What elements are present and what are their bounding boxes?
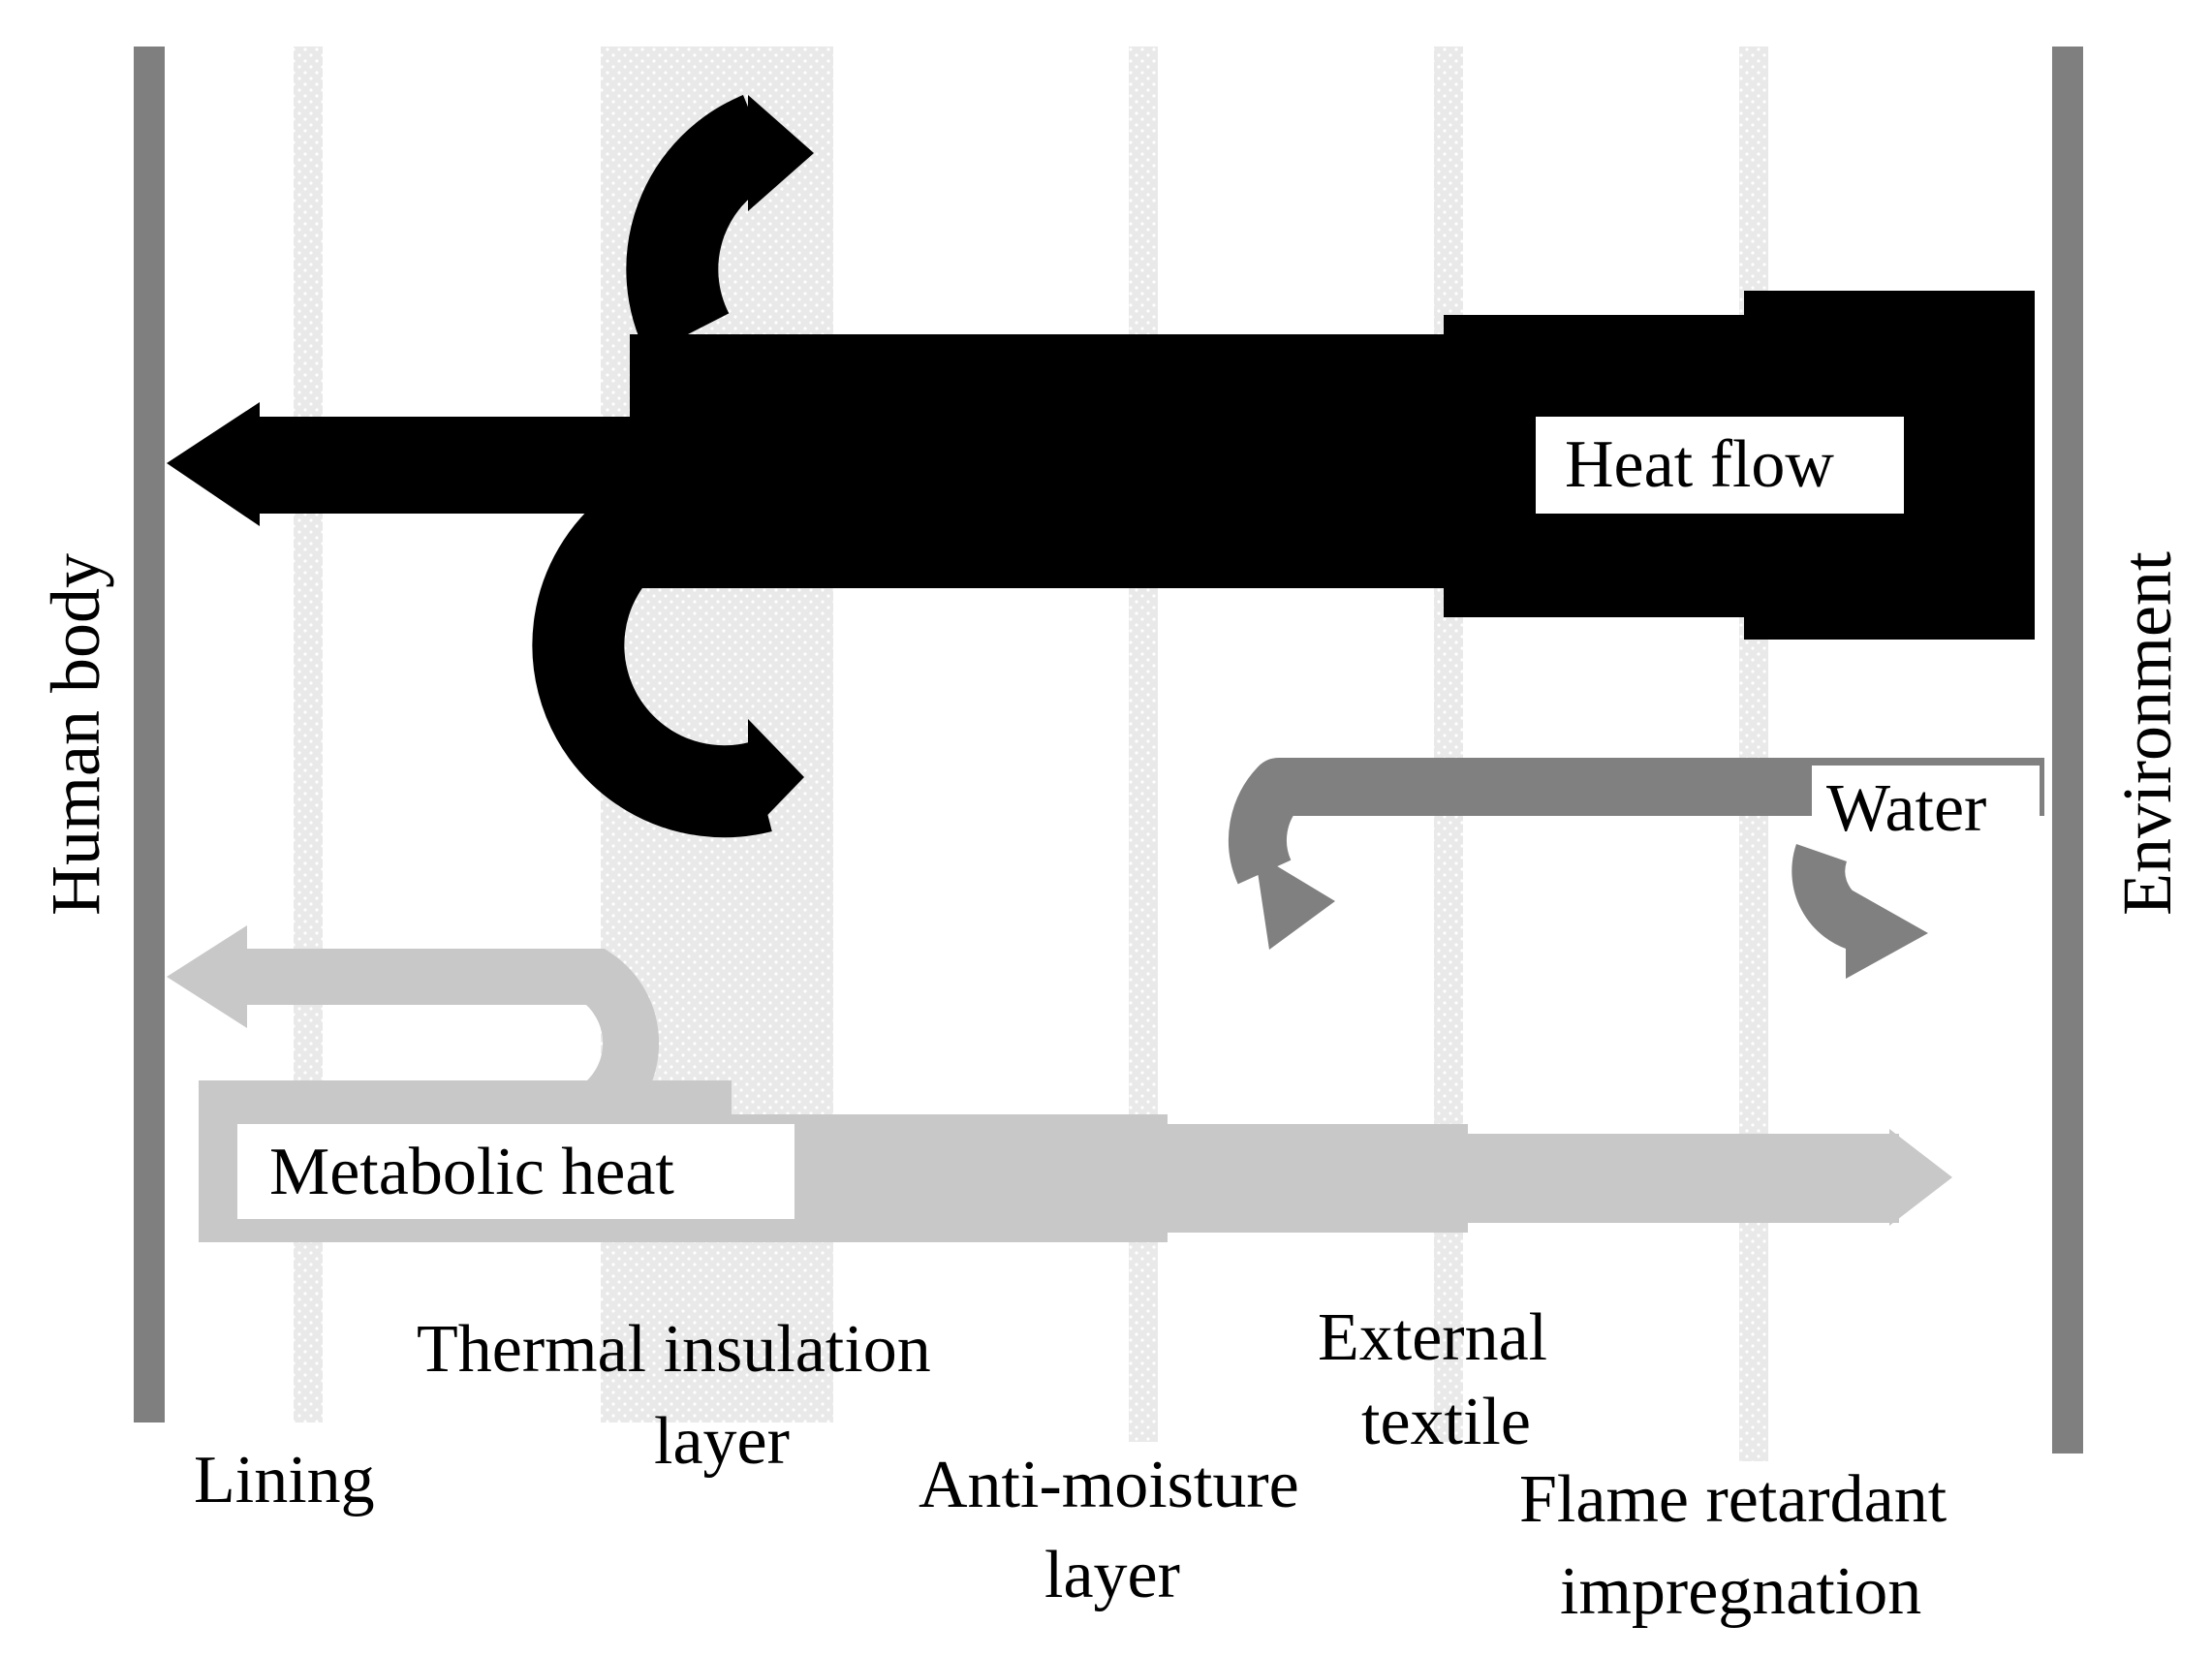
human-body-label: Human body — [37, 553, 114, 916]
external-textile-label-line2: textile — [1361, 1385, 1531, 1459]
water-label-bg — [1812, 766, 2040, 845]
environment-boundary — [2052, 47, 2083, 1454]
anti-moisture-label-line1: Anti-moisture — [919, 1448, 1299, 1522]
flame-retardant-label-line1: Flame retardant — [1519, 1462, 1947, 1537]
flame-retardant-layer-band — [1739, 47, 1768, 1461]
water-flow-arrow — [1228, 758, 2044, 979]
anti-moisture-label-line2: layer — [1044, 1538, 1180, 1612]
thermal-insulation-label-line2: layer — [654, 1404, 790, 1479]
flame-retardant-label-line2: impregnation — [1560, 1554, 1921, 1629]
lining-label: Lining — [194, 1443, 375, 1517]
metabolic-heat-label: Metabolic heat — [269, 1135, 674, 1209]
external-textile-label-line1: External — [1318, 1300, 1547, 1375]
thermal-insulation-label-line1: Thermal insulation — [417, 1312, 931, 1387]
metabolic-heat-label-bg — [237, 1124, 794, 1219]
environment-label: Environment — [2108, 551, 2186, 916]
heat-flow-label-bg — [1536, 417, 1904, 514]
human-body-boundary — [134, 47, 165, 1423]
heat-flow-label: Heat flow — [1565, 427, 1834, 502]
water-label: Water — [1826, 771, 1986, 846]
